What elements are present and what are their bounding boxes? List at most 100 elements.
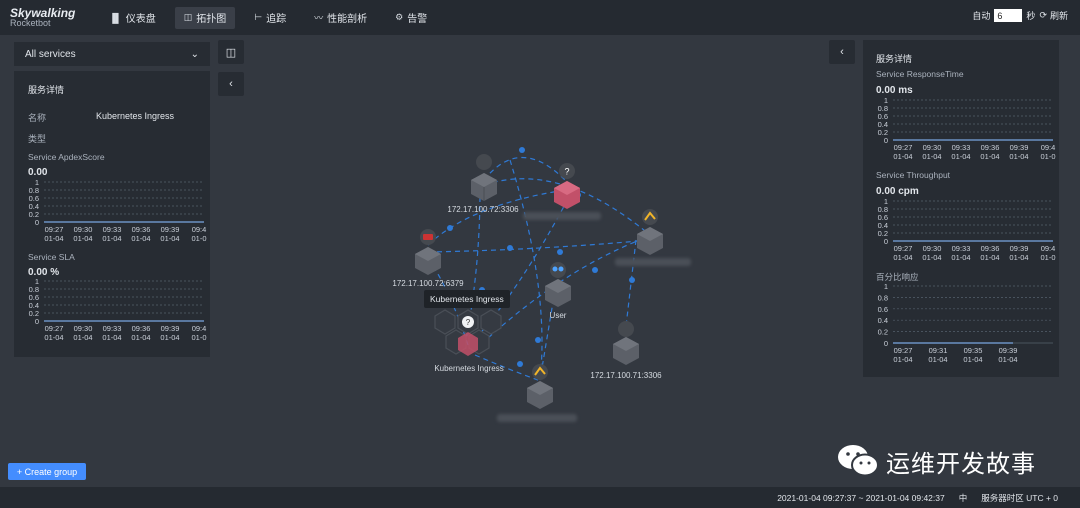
nav-label: 追踪 bbox=[266, 14, 287, 25]
node-label: 172.17.100.72:6379 bbox=[392, 279, 464, 288]
node-label: User bbox=[549, 311, 567, 320]
topology-node-kubernetes-ingress[interactable]: ? bbox=[434, 309, 502, 356]
x-tick-label: 09:33 bbox=[103, 225, 122, 234]
topology-node-redis[interactable] bbox=[415, 229, 441, 275]
name-value: Kubernetes Ingress bbox=[96, 111, 175, 121]
refresh-button[interactable]: 刷新 bbox=[1049, 11, 1068, 21]
x-tick-label: 09:33 bbox=[952, 143, 971, 152]
auto-refresh-controls: 自动 秒 ⟳ 刷新 bbox=[972, 9, 1068, 22]
timezone[interactable]: 服务器时区 UTC + 0 bbox=[981, 492, 1058, 503]
x-tick-date: 01-04 bbox=[893, 152, 912, 161]
logo-subtitle: Rocketbot bbox=[10, 17, 51, 28]
x-tick-date: 01-04 bbox=[73, 333, 92, 342]
x-tick-date: 01-04 bbox=[102, 234, 121, 243]
x-tick-date: 01-04 bbox=[160, 333, 179, 342]
topology-node-spring-a[interactable] bbox=[637, 209, 663, 255]
x-tick-date: 01-04 bbox=[951, 152, 970, 161]
topology-icon: ◫ bbox=[183, 12, 193, 22]
x-tick-date: 01-04 bbox=[980, 152, 999, 161]
interval-unit: 秒 bbox=[1026, 11, 1036, 21]
y-tick-label: 1 bbox=[35, 278, 39, 286]
y-tick-label: 0.6 bbox=[878, 112, 888, 121]
node-tooltip: Kubernetes Ingress bbox=[424, 290, 510, 308]
redacted-label bbox=[615, 258, 691, 266]
y-tick-label: 0 bbox=[35, 317, 39, 326]
x-tick-label: 09:30 bbox=[74, 225, 93, 234]
topology-graph[interactable]: ? ? bbox=[380, 140, 710, 430]
logo[interactable]: Skywalking Rocketbot bbox=[0, 5, 100, 28]
metric-title: Service ResponseTime bbox=[876, 69, 964, 79]
y-tick-label: 1 bbox=[884, 97, 888, 105]
nav-dashboard[interactable]: ▐▌仪表盘 bbox=[100, 7, 165, 29]
top-bar: Skywalking Rocketbot ▐▌仪表盘 ◫拓扑图 ⊢追踪 〰性能剖… bbox=[0, 0, 1080, 35]
collapse-left-button[interactable]: ‹ bbox=[218, 72, 244, 96]
y-tick-label: 0.2 bbox=[29, 309, 39, 318]
metric-value: 0.00 cpm bbox=[876, 186, 919, 197]
x-tick-date: 01-04 bbox=[44, 333, 63, 342]
x-tick-label: 09:39 bbox=[161, 225, 180, 234]
x-tick-date: 01-04 bbox=[44, 234, 63, 243]
service-select-value: All services bbox=[25, 48, 76, 60]
type-label: 类型 bbox=[28, 134, 47, 144]
x-tick-date: 01-04 bbox=[131, 333, 150, 342]
topology-node-spring-b[interactable] bbox=[527, 364, 553, 409]
language-toggle[interactable]: 中 bbox=[958, 492, 968, 503]
metric-title: Service SLA bbox=[28, 252, 75, 262]
y-tick-label: 0.2 bbox=[29, 210, 39, 219]
x-tick-label: 09:30 bbox=[74, 324, 93, 333]
nav-label: 仪表盘 bbox=[125, 14, 156, 25]
nav-profile[interactable]: 〰性能剖析 bbox=[305, 7, 376, 29]
name-label: 名称 bbox=[28, 113, 47, 123]
y-tick-label: 0.4 bbox=[29, 301, 39, 310]
x-tick-date: 01-04 bbox=[1009, 253, 1028, 262]
x-tick-date: 01-04 bbox=[928, 355, 947, 364]
y-tick-label: 0.2 bbox=[878, 128, 888, 137]
y-tick-label: 0 bbox=[884, 237, 888, 246]
y-tick-label: 0.8 bbox=[878, 205, 888, 214]
refresh-icon[interactable]: ⟳ bbox=[1039, 10, 1047, 20]
nav-topology[interactable]: ◫拓扑图 bbox=[174, 6, 236, 29]
logo-title: Skywalking bbox=[10, 5, 76, 20]
service-select[interactable]: All services ⌄ bbox=[14, 42, 210, 66]
y-tick-label: 0.8 bbox=[29, 186, 39, 195]
topology-node-mysql-72[interactable] bbox=[471, 154, 497, 201]
topology-node-user[interactable] bbox=[545, 262, 571, 307]
watermark: 运维开发故事 bbox=[836, 443, 1036, 479]
x-tick-date: 01-04 bbox=[102, 333, 121, 342]
percentile-chart: 10.80.60.40.2009:2701-0409:3101-0409:350… bbox=[878, 283, 1053, 364]
x-tick-label: 09:39 bbox=[1010, 244, 1029, 253]
topology-node-unknown[interactable]: ? bbox=[554, 163, 580, 209]
question-glyph: ? bbox=[466, 318, 471, 327]
y-tick-label: 0.6 bbox=[878, 213, 888, 222]
x-tick-label: 09:27 bbox=[45, 324, 64, 333]
x-tick-label: 09:4 bbox=[1041, 244, 1056, 253]
collapse-right-button[interactable]: ‹ bbox=[829, 40, 855, 64]
time-range[interactable]: 2021-01-04 09:27:37 ~ 2021-01-04 09:42:3… bbox=[777, 492, 945, 503]
watermark-text: 运维开发故事 bbox=[886, 449, 1036, 478]
create-group-button[interactable]: + Create group bbox=[8, 463, 86, 480]
x-tick-label: 09:30 bbox=[923, 143, 942, 152]
sla-chart: 10.80.60.40.2009:2701-0409:3001-0409:330… bbox=[29, 278, 207, 342]
auto-label[interactable]: 自动 bbox=[972, 11, 991, 21]
x-tick-label: 09:36 bbox=[981, 143, 1000, 152]
interval-input[interactable] bbox=[994, 9, 1023, 22]
y-tick-label: 1 bbox=[884, 283, 888, 291]
y-tick-label: 0.4 bbox=[29, 202, 39, 211]
topology-node-mysql-71[interactable] bbox=[613, 321, 639, 365]
toggle-layout-button[interactable]: ◫ bbox=[218, 40, 244, 64]
y-tick-label: 1 bbox=[35, 179, 39, 187]
nav-label: 拓扑图 bbox=[196, 14, 227, 25]
y-tick-label: 0.2 bbox=[878, 229, 888, 238]
x-tick-label: 09:27 bbox=[894, 346, 913, 355]
nav-alarm[interactable]: ⚙告警 bbox=[386, 7, 436, 29]
x-tick-label: 09:36 bbox=[132, 225, 151, 234]
y-tick-label: 0.2 bbox=[878, 328, 888, 337]
y-tick-label: 0.8 bbox=[878, 104, 888, 113]
mysql-icon bbox=[476, 154, 492, 170]
x-tick-date: 01-04 bbox=[922, 253, 941, 262]
x-tick-label: 09:35 bbox=[964, 346, 983, 355]
alarm-icon: ⚙ bbox=[395, 12, 404, 22]
node-label: 172.17.100.72:3306 bbox=[447, 205, 519, 214]
nav-trace[interactable]: ⊢追踪 bbox=[245, 7, 295, 29]
y-tick-label: 1 bbox=[884, 198, 888, 206]
